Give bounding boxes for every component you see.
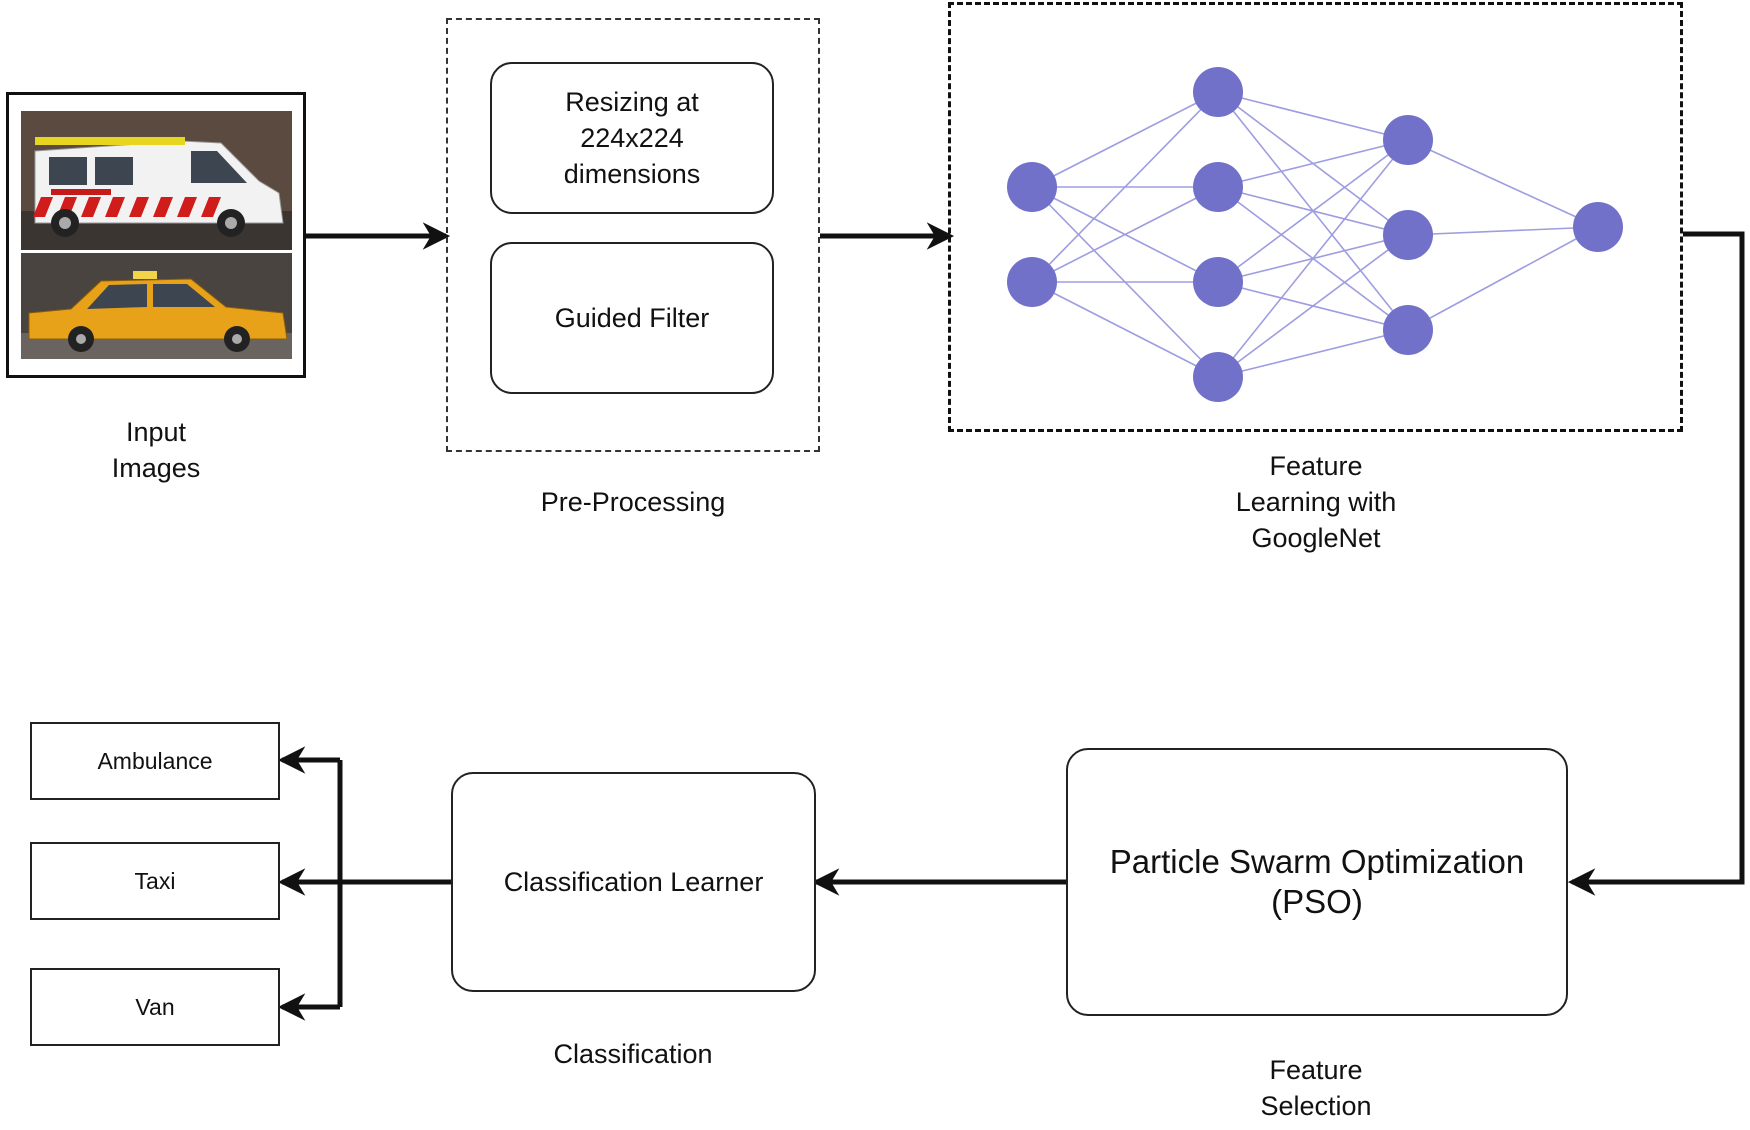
network-node-layer-2	[1193, 352, 1243, 402]
classification-caption: Classification	[553, 1039, 713, 1069]
feature-learning-group	[948, 2, 1683, 432]
output-taxi: Taxi	[30, 842, 280, 920]
taxi-image	[21, 253, 292, 359]
network-edge	[1217, 234, 1409, 378]
input-images-caption: Input Images	[111, 417, 201, 483]
guided-filter-step: Guided Filter	[490, 242, 774, 394]
ambulance-image	[21, 111, 292, 250]
feature-learning-caption: Feature Learning with GoogleNet	[1235, 451, 1397, 553]
classification-learner-box: Classification Learner	[451, 772, 816, 992]
network-node-layer-1	[1007, 257, 1057, 307]
preprocessing-caption: Pre-Processing	[540, 487, 726, 517]
output-van: Van	[30, 968, 280, 1046]
neural-network-diagram	[1007, 67, 1623, 402]
network-node-layer-3	[1383, 210, 1433, 260]
feature-selection-caption: Feature Selection	[1260, 1055, 1372, 1121]
network-edge	[1407, 139, 1599, 228]
network-node-layer-4	[1573, 202, 1623, 252]
network-node-layer-2	[1193, 257, 1243, 307]
arrow-feature-learning-to-pso	[1567, 231, 1745, 896]
network-edge	[1217, 139, 1409, 188]
network-edge	[1217, 139, 1409, 283]
network-edge	[1031, 91, 1219, 283]
network-edge	[1217, 91, 1409, 141]
network-edge	[1031, 91, 1219, 188]
network-edge	[1217, 329, 1409, 378]
network-edge	[1407, 226, 1599, 236]
network-node-layer-2	[1193, 162, 1243, 212]
network-node-layer-2	[1193, 67, 1243, 117]
network-edge	[1217, 139, 1409, 378]
resizing-step: Resizing at 224x224 dimensions	[490, 62, 774, 214]
network-edge	[1031, 281, 1219, 378]
network-node-layer-1	[1007, 162, 1057, 212]
network-edge	[1407, 226, 1599, 331]
input-images-frame	[6, 92, 306, 378]
network-node-layer-3	[1383, 305, 1433, 355]
network-edge	[1031, 186, 1219, 283]
output-ambulance: Ambulance	[30, 722, 280, 800]
preprocessing-group	[446, 18, 820, 452]
pso-box: Particle Swarm Optimization (PSO)	[1066, 748, 1568, 1016]
network-node-layer-3	[1383, 115, 1433, 165]
